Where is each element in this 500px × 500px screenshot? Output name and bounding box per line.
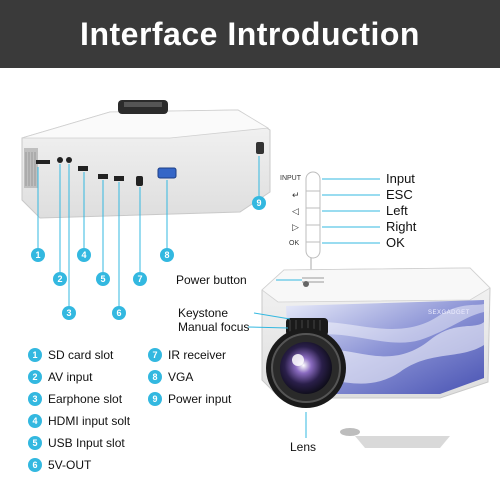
panel-right-glyph: ▷ <box>292 222 299 232</box>
legend-text: AV input <box>48 370 93 384</box>
marker-9: 9 <box>252 196 266 210</box>
legend-item-av: 2 AV input <box>28 370 92 384</box>
legend-item-usb: 5 USB Input slot <box>28 436 125 450</box>
legend-item-hdmi: 4 HDMI input solt <box>28 414 130 428</box>
marker-1: 1 <box>31 248 45 262</box>
legend-text: 5V-OUT <box>48 458 92 472</box>
legend-num: 9 <box>148 392 162 406</box>
marker-2: 2 <box>53 272 67 286</box>
marker-7: 7 <box>133 272 147 286</box>
marker-5: 5 <box>96 272 110 286</box>
ir-receiver <box>136 176 143 186</box>
legend-text: VGA <box>168 370 194 384</box>
marker-3: 3 <box>62 306 76 320</box>
power-input-port <box>256 142 264 154</box>
legend-item-5v: 6 5V-OUT <box>28 458 91 472</box>
legend-item-ir: 7 IR receiver <box>148 348 226 362</box>
button-panel <box>305 171 321 259</box>
usb-port <box>98 174 108 179</box>
label-lens: Lens <box>290 440 317 454</box>
marker-6: 6 <box>112 306 126 320</box>
legend-item-power-input: 9 Power input <box>148 392 231 406</box>
panel-input-text: INPUT <box>280 175 301 182</box>
legend-item-vga: 8 VGA <box>148 370 193 384</box>
legend-text: SD card slot <box>48 348 114 362</box>
projector-front <box>261 267 491 448</box>
legend-text: Earphone slot <box>48 392 123 406</box>
callout-left: Left <box>386 203 408 218</box>
lens-glass <box>280 342 332 394</box>
earphone-port <box>66 157 72 163</box>
hdmi-port <box>78 166 88 171</box>
rear-leader-lines <box>37 156 260 306</box>
legend-num: 2 <box>28 370 42 384</box>
callout-input: Input <box>386 171 415 186</box>
legend-num: 6 <box>28 458 42 472</box>
label-manual-focus: Manual focus <box>178 320 250 334</box>
legend-item-sd: 1 SD card slot <box>28 348 113 362</box>
panel-esc-glyph: ↵ <box>292 190 300 200</box>
legend-num: 3 <box>28 392 42 406</box>
marker-8: 8 <box>160 248 174 262</box>
legend-item-earphone: 3 Earphone slot <box>28 392 122 406</box>
callout-ok: OK <box>386 235 405 250</box>
legend-num: 1 <box>28 348 42 362</box>
5v-out-port <box>114 176 124 181</box>
panel-left-glyph: ◁ <box>292 206 299 216</box>
callout-esc: ESC <box>386 187 413 202</box>
panel-leader-lines <box>322 178 380 244</box>
legend-text: IR receiver <box>168 348 227 362</box>
marker-4: 4 <box>77 248 91 262</box>
legend-num: 5 <box>28 436 42 450</box>
legend-text: Power input <box>168 392 232 406</box>
legend-num: 8 <box>148 370 162 384</box>
brand-logo-text: SEXGADGET <box>428 310 470 316</box>
legend-num: 4 <box>28 414 42 428</box>
legend-num: 7 <box>148 348 162 362</box>
front-leader-lines <box>247 279 307 438</box>
vga-port <box>157 167 177 179</box>
header-banner: Interface Introduction <box>0 0 500 68</box>
av-port <box>57 157 63 163</box>
panel-ok-text: OK <box>289 240 300 247</box>
page-title: Interface Introduction <box>80 15 420 52</box>
label-power-button: Power button <box>176 273 247 287</box>
sd-card-port <box>36 160 50 164</box>
callout-right: Right <box>386 219 417 234</box>
legend-text: HDMI input solt <box>48 414 131 428</box>
legend-text: USB Input slot <box>48 436 125 450</box>
label-keystone: Keystone <box>178 306 229 320</box>
projector-rear <box>21 100 271 219</box>
power-button-dot <box>303 281 309 287</box>
